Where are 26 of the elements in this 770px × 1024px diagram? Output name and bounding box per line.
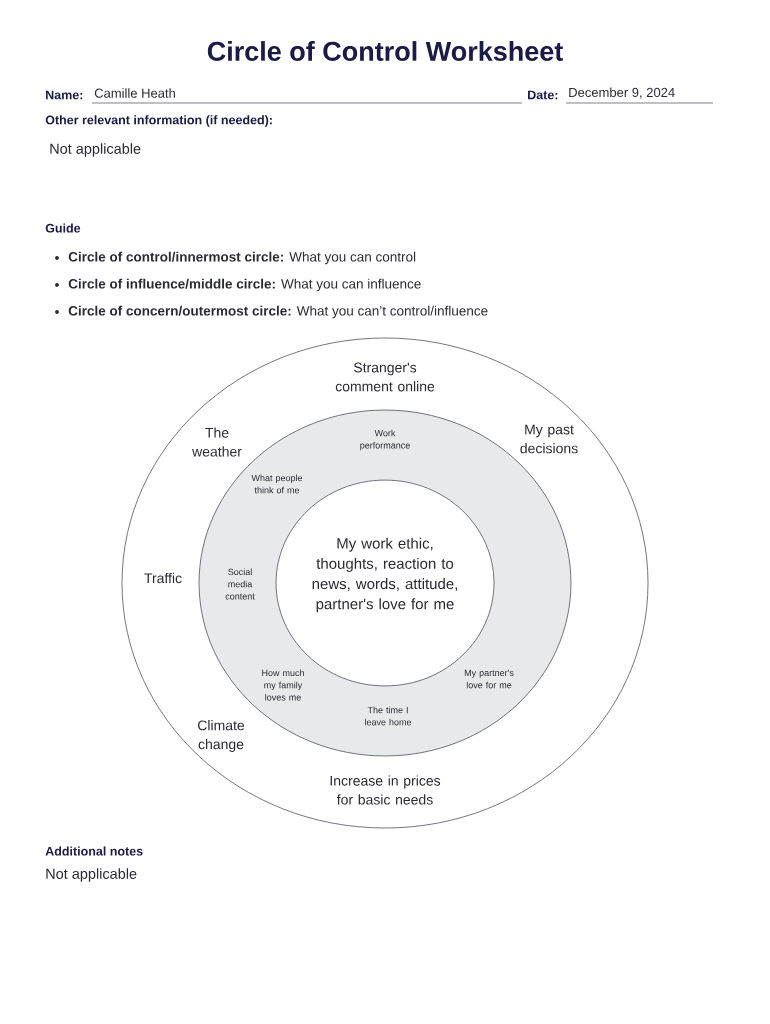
circle-item: My work ethic, thoughts, reaction to news, words, attitude, partner's love for me xyxy=(312,537,457,613)
circle-item: What people think of me xyxy=(251,474,303,494)
title: Circle of Control Worksheet xyxy=(207,41,563,61)
field-label: Date: xyxy=(528,90,558,100)
section-heading: Guide xyxy=(45,223,81,233)
circle-item: Climate change xyxy=(198,720,245,752)
guide-item: Circle of control/innermost circle: What you can control xyxy=(68,251,416,265)
answer-text: Not applicable xyxy=(50,143,141,157)
guide-item: Circle of concern/outermost circle: What you can’t control/influence xyxy=(68,305,488,319)
circle-item: How much my family loves me xyxy=(262,669,304,701)
field-label: Name: xyxy=(46,90,83,100)
guide-item: Circle of influence/middle circle: What you can influence xyxy=(68,278,421,292)
field-value: December 9, 2024 xyxy=(569,87,675,99)
answer-text: Not applicable xyxy=(46,868,137,882)
circle-item: Traffic xyxy=(144,572,182,584)
section-heading: Other relevant information (if needed): xyxy=(45,115,272,127)
circle-item: Stranger's comment online xyxy=(335,362,435,392)
field-value: Camille Heath xyxy=(94,88,175,98)
circle-item: Social media content xyxy=(225,568,255,600)
circle-item: Work performance xyxy=(360,429,410,451)
circle-item: Increase in prices for basic needs xyxy=(330,775,441,805)
circle-item: The time I leave home xyxy=(365,706,412,726)
section-heading: Additional notes xyxy=(45,846,143,856)
circle-item: My partner's love for me xyxy=(464,669,514,689)
circle-item: My past decisions xyxy=(520,424,578,454)
circle-item: The weather xyxy=(192,427,242,457)
